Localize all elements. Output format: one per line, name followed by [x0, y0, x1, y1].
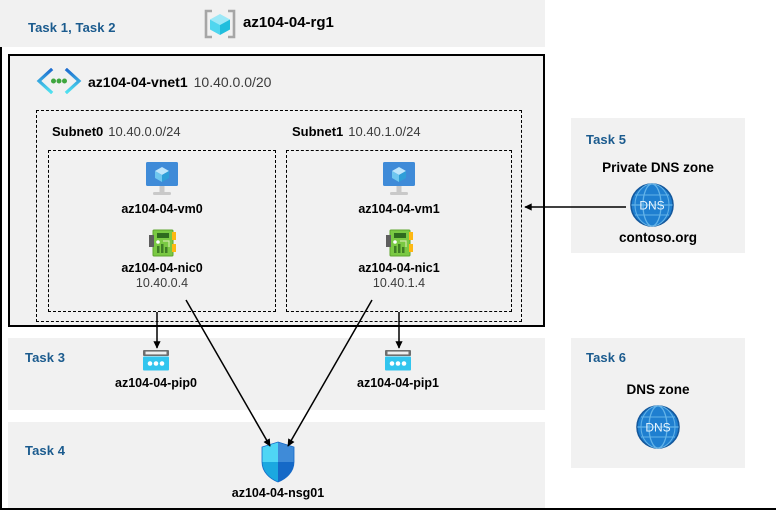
- vnet-name: az104-04-vnet1: [88, 74, 188, 90]
- resource-group-name: az104-04-rg1: [243, 14, 334, 31]
- subnet1-box: [286, 150, 512, 312]
- nsg-name: az104-04-nsg01: [231, 486, 325, 500]
- node-vm1: az104-04-vm1: [339, 160, 459, 217]
- private-dns-zone-heading: Private DNS zone: [602, 160, 714, 175]
- diagram-bottom-border: [0, 508, 776, 510]
- public-ip-address-icon: [96, 348, 216, 374]
- task-label-3: Task 3: [25, 350, 66, 365]
- nic1-ip: 10.40.1.4: [372, 276, 426, 290]
- network-interface-icon: [339, 227, 459, 259]
- subnet1-cidr: 10.40.1.0/24: [348, 124, 421, 139]
- pip0-name: az104-04-pip0: [115, 376, 197, 390]
- network-interface-icon: [102, 227, 222, 259]
- vm1-name: az104-04-vm1: [358, 202, 440, 216]
- vm0-name: az104-04-vm0: [121, 202, 203, 216]
- pip1-name: az104-04-pip1: [357, 376, 439, 390]
- task-label-5: Task 5: [586, 132, 627, 147]
- dns-zone-heading: DNS zone: [626, 382, 690, 397]
- resource-group-cube-icon: [203, 8, 237, 40]
- task3-panel: [8, 338, 545, 410]
- subnet1-name: Subnet1: [292, 124, 344, 139]
- nic1-name: az104-04-nic1: [358, 261, 440, 275]
- subnet0-name: Subnet0: [52, 124, 104, 139]
- virtual-network-title: az104-04-vnet1 10.40.0.0/20: [88, 74, 271, 90]
- node-vm0: az104-04-vm0: [102, 160, 222, 217]
- vnet-cidr: 10.40.0.0/20: [193, 74, 272, 90]
- network-security-group-shield-icon: [216, 440, 340, 484]
- subnet0-box: [48, 150, 276, 312]
- subnet1-title: Subnet1 10.40.1.0/24: [292, 124, 421, 139]
- node-pip0: az104-04-pip0: [96, 348, 216, 391]
- svg-text:DNS: DNS: [639, 199, 664, 213]
- virtual-network-panel: [8, 54, 545, 327]
- dns-globe-icon: DNS: [629, 182, 675, 228]
- subnet0-cidr: 10.40.0.0/24: [108, 124, 181, 139]
- subnet0-title: Subnet0 10.40.0.0/24: [52, 124, 181, 139]
- task-label-1-2: Task 1, Task 2: [28, 20, 116, 35]
- virtual-network-brackets-icon: [36, 67, 82, 95]
- virtual-machine-icon: [102, 160, 222, 200]
- nic0-name: az104-04-nic0: [121, 261, 203, 275]
- node-nic0: az104-04-nic0 10.40.0.4: [102, 227, 222, 291]
- subnets-container: [36, 110, 522, 322]
- svg-text:DNS: DNS: [645, 421, 670, 435]
- public-ip-address-icon: [338, 348, 458, 374]
- task-label-6: Task 6: [586, 350, 627, 365]
- diagram-left-border: [0, 47, 2, 510]
- node-pip1: az104-04-pip1: [338, 348, 458, 391]
- private-dns-zone-name: contoso.org: [619, 230, 697, 245]
- task-label-4: Task 4: [25, 443, 66, 458]
- virtual-machine-icon: [339, 160, 459, 200]
- nic0-ip: 10.40.0.4: [135, 276, 189, 290]
- resource-group-header-panel: [0, 0, 545, 47]
- node-nsg: az104-04-nsg01: [216, 440, 340, 501]
- node-nic1: az104-04-nic1 10.40.1.4: [339, 227, 459, 291]
- dns-globe-icon: DNS: [635, 404, 681, 450]
